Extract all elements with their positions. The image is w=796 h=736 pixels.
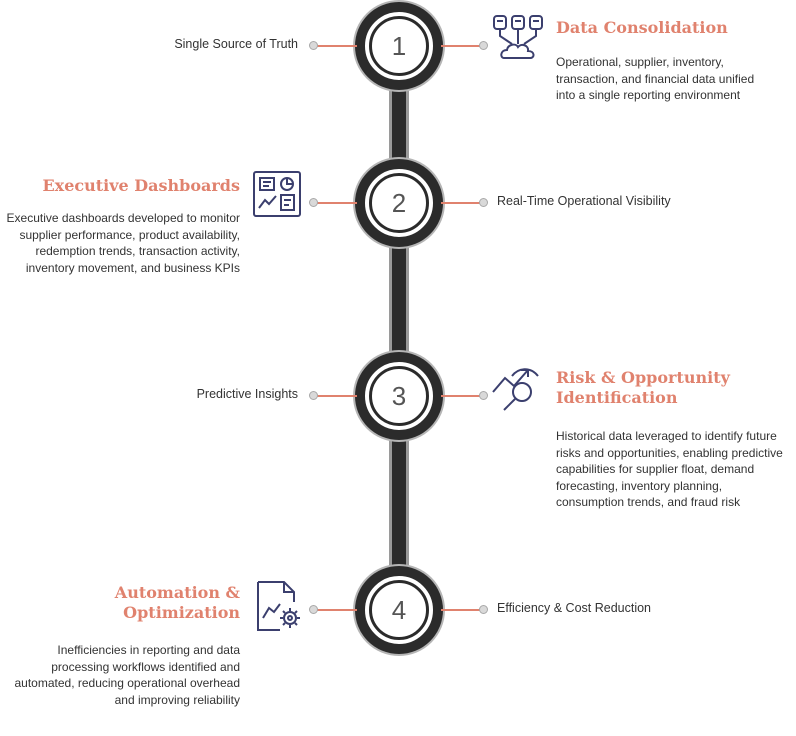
step-4-description: Inefficiencies in reporting and data pro…	[14, 643, 241, 707]
step-1-title: Data Consolidation	[556, 18, 728, 37]
step-2-number: 2	[391, 187, 407, 218]
step-4-label: Efficiency & Cost Reduction	[497, 601, 652, 615]
step-4-left-connector	[316, 609, 357, 611]
step-3-right-dot	[479, 391, 488, 400]
step-4-node: 4	[355, 566, 443, 654]
step-1-left-dot	[309, 41, 318, 50]
step-1-number: 1	[391, 30, 407, 61]
step-3-left-connector	[316, 395, 357, 397]
database-merge-icon	[493, 15, 543, 59]
dashboard-icon	[253, 171, 301, 217]
step-1-left-connector	[316, 45, 357, 47]
chart-search-icon	[492, 368, 539, 411]
step-2-right-dot	[479, 198, 488, 207]
step-4-left-dot	[309, 605, 318, 614]
step-1-description: Operational, supplier, inventory, transa…	[556, 55, 755, 102]
chart-gear-icon	[257, 581, 300, 631]
step-3-title: Risk & Opportunity Identification	[556, 368, 730, 407]
step-3-description: Historical data leveraged to identify fu…	[556, 429, 783, 509]
step-3-right-connector	[441, 395, 481, 397]
step-3-label: Predictive Insights	[196, 387, 298, 401]
step-1-label: Single Source of Truth	[174, 37, 298, 51]
step-1-right-dot	[479, 41, 488, 50]
step-1-right-connector	[441, 45, 481, 47]
step-4-number: 4	[391, 594, 407, 625]
step-3-number: 3	[391, 380, 407, 411]
step-4-right-connector	[441, 609, 481, 611]
step-2-description: Executive dashboards developed to monito…	[6, 211, 240, 275]
step-2-title: Executive Dashboards	[42, 176, 240, 195]
step-4-title: Automation & Optimization	[114, 583, 240, 622]
step-2-right-connector	[441, 202, 481, 204]
step-4-right-dot	[479, 605, 488, 614]
step-1-node: 1	[355, 2, 443, 90]
step-3-node: 3	[355, 352, 443, 440]
step-2-node: 2	[355, 159, 443, 247]
step-2-label: Real-Time Operational Visibility	[497, 194, 671, 208]
step-2-left-dot	[309, 198, 318, 207]
timeline-spine	[389, 80, 409, 596]
step-2-left-connector	[316, 202, 357, 204]
step-3-left-dot	[309, 391, 318, 400]
